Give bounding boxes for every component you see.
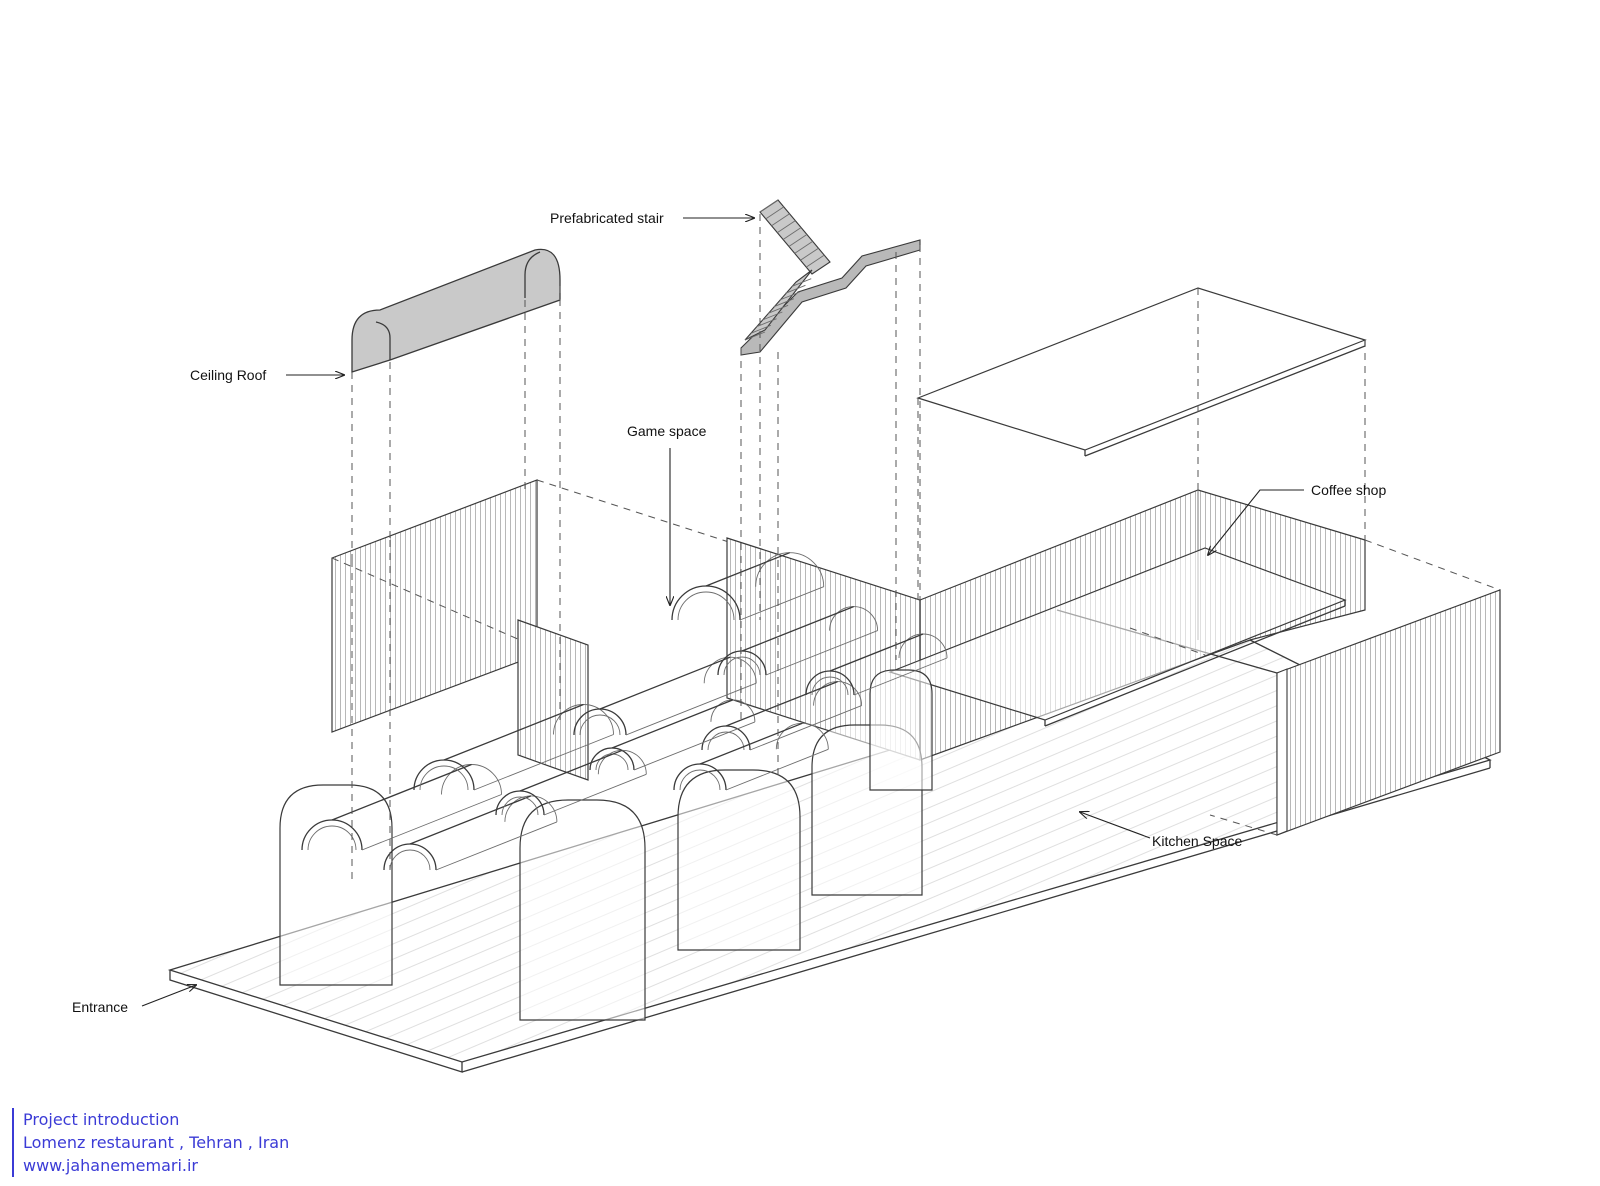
vault-inner-arch <box>677 591 735 621</box>
vault-edge <box>473 734 614 791</box>
vault-ridge <box>829 633 924 672</box>
vault-edge <box>543 773 647 816</box>
vault-ridge <box>611 699 734 749</box>
stair-tread <box>767 304 789 314</box>
annotation-arrows <box>141 218 1304 1007</box>
vault-front-arch <box>805 670 855 696</box>
vault-edge <box>749 705 862 751</box>
label-kitchen-space: Kitchen Space <box>1152 833 1242 849</box>
stair-tread <box>800 247 819 261</box>
vault-edge <box>435 821 558 871</box>
label-ceiling-roof: Ceiling Roof <box>190 367 266 383</box>
vault-ridge <box>705 552 790 587</box>
arch-panel <box>519 799 646 1021</box>
vault-front-arch <box>413 759 475 791</box>
vault-ridge <box>443 703 584 761</box>
entrance-arrow <box>141 985 196 1007</box>
stair-tread <box>771 213 790 227</box>
stair-tread <box>759 199 779 213</box>
vault-ridge <box>519 749 623 792</box>
label-coffee-shop: Coffee shop <box>1311 482 1386 498</box>
vault-back-arch <box>441 764 502 795</box>
vault-edge <box>361 794 502 851</box>
vault-ridge <box>699 722 803 765</box>
footer-credits: Project introduction Lomenz restaurant ,… <box>12 1108 289 1177</box>
vault-inner-arch <box>579 714 621 736</box>
vault-back-arch <box>597 749 647 775</box>
vault-front-arch <box>301 819 363 851</box>
vault-inner-arch <box>389 849 431 871</box>
arch-panel <box>279 784 393 986</box>
vault-front-arch <box>717 650 767 676</box>
stair-tread <box>785 284 806 294</box>
stair-tread <box>750 324 771 334</box>
stair-tread <box>773 298 795 308</box>
stair-tread <box>756 318 777 328</box>
label-prefabricated-stair: Prefabricated stair <box>550 210 664 226</box>
upper-slab-exploded <box>916 287 1367 600</box>
vault-ridge <box>331 763 472 821</box>
prefabricated-stair-element <box>740 199 921 780</box>
vault-ridge <box>409 795 532 845</box>
stair-tread <box>744 331 766 341</box>
vault-inner-arch <box>501 796 539 816</box>
stair-tread <box>794 240 813 254</box>
vault-inner-arch <box>307 825 357 851</box>
footer-project-name: Lomenz restaurant , Tehran , Iran <box>23 1133 290 1152</box>
stair-tread <box>805 254 825 268</box>
vault-ridge <box>725 680 838 727</box>
arch-panel <box>869 669 933 791</box>
vault-front-arch <box>495 790 545 816</box>
label-game-space: Game space <box>627 423 707 439</box>
footer-project-introduction: Project introduction <box>23 1110 180 1129</box>
coffee-shop-arrow <box>1208 489 1304 555</box>
coffee-shop-slab <box>888 547 1347 727</box>
vault-ridge <box>599 656 731 710</box>
vault-edge <box>765 630 878 676</box>
vault-inner-arch <box>707 731 745 751</box>
vault-inner-arch <box>595 753 629 771</box>
vault-inner-arch <box>419 765 469 791</box>
ceiling-roof-element <box>351 248 561 885</box>
kitchen-arrow <box>1080 812 1151 839</box>
vault-edge <box>739 586 824 621</box>
stair-tread <box>791 278 812 288</box>
label-entrance: Entrance <box>72 999 128 1015</box>
vault-ridge <box>741 605 854 652</box>
footer-website: www.jahanememari.ir <box>23 1156 199 1175</box>
vault-inner-arch <box>723 656 761 676</box>
stair-tread <box>779 291 800 301</box>
back-wall-left <box>331 479 736 781</box>
stair-tread <box>762 311 783 321</box>
vault-edge <box>725 748 829 791</box>
vault-edge <box>853 657 948 696</box>
arch-panel <box>677 769 801 951</box>
stair-tread <box>782 227 802 240</box>
stair-tread <box>788 234 808 247</box>
vault-inner-arch <box>679 769 721 791</box>
vault-front-arch <box>701 725 751 751</box>
stair-tread <box>777 220 796 234</box>
stair-tread <box>765 206 785 220</box>
vault-edge <box>625 682 757 736</box>
vault-edge <box>633 721 756 771</box>
arched-partitions <box>279 552 948 1021</box>
vault-inner-arch <box>811 676 849 696</box>
labels: Prefabricated stair Ceiling Roof Game sp… <box>72 210 1386 1015</box>
